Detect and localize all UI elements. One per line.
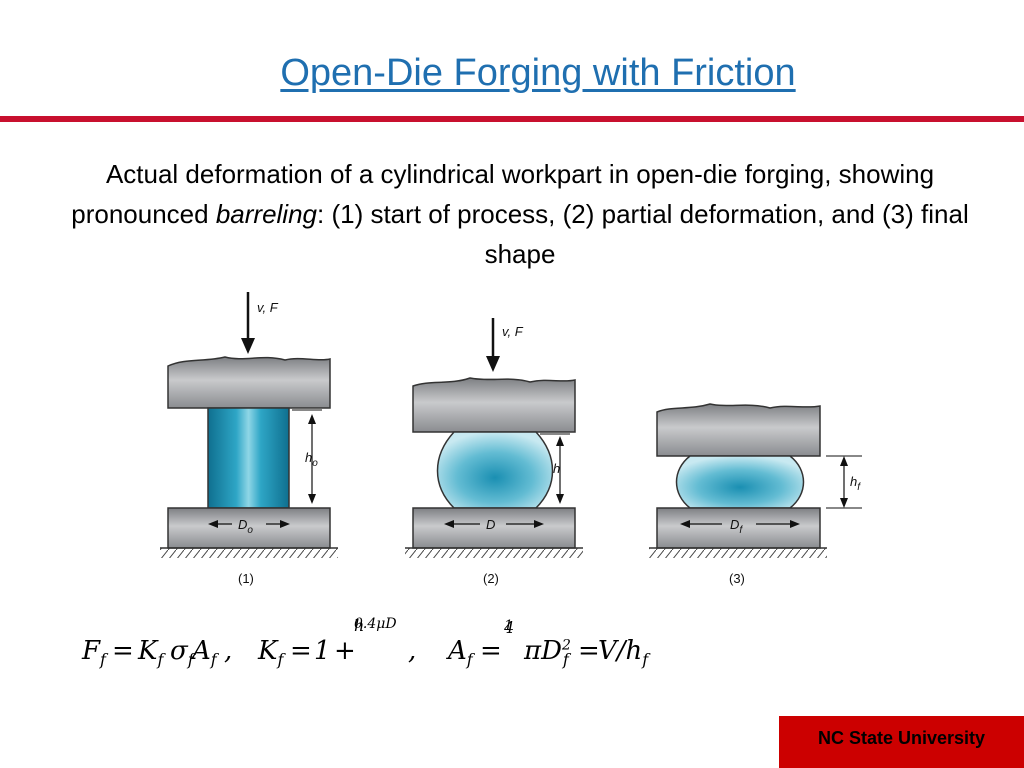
footer-text: NC State University	[817, 728, 986, 748]
formula-piD: πD2f	[524, 636, 571, 670]
upper-die-2	[412, 377, 576, 433]
formula-A: Af	[192, 636, 217, 670]
height-label-3: hf	[850, 474, 861, 493]
formula-comma1: ,	[224, 636, 233, 666]
lower-die-3	[656, 507, 821, 549]
formula-F: Ff	[82, 636, 106, 670]
caption-text-1: Actual deformation of a cylindrical work…	[71, 159, 935, 229]
workpart-1	[207, 407, 290, 509]
footer-badge: NC State University	[779, 716, 1024, 768]
workpart-2	[436, 431, 554, 509]
ground-hatch-3	[649, 548, 827, 558]
ground-hatch-1	[160, 548, 338, 558]
formula-eq2: =	[290, 636, 312, 666]
ground-hatch-2	[405, 548, 583, 558]
force-arrowhead-2	[486, 356, 500, 372]
stage-2: v, F h D (2)	[405, 318, 583, 586]
diameter-label-2: D	[486, 517, 495, 532]
formula-comma2: ,	[408, 636, 417, 666]
formula-Kf: Kf	[258, 636, 284, 670]
formula-one: 1	[314, 636, 331, 666]
caption-emphasis: barreling	[215, 199, 317, 229]
lower-die-1	[167, 507, 331, 549]
upper-die-1	[167, 356, 331, 409]
formula-eq3: =	[480, 636, 502, 666]
formula-sigma: σf	[170, 636, 194, 670]
force-label-2: v, F	[502, 324, 524, 339]
stage-label-2: (2)	[483, 571, 499, 586]
formula-K: Kf	[138, 636, 164, 670]
diameter-label-3: Df	[730, 517, 743, 536]
formula-Af: Af	[448, 636, 473, 670]
stage-3: hf Df (3)	[649, 403, 862, 586]
workpart-3	[675, 455, 805, 509]
force-arrowhead-1	[241, 338, 255, 354]
formula-V-over-h: V/hf	[598, 636, 649, 670]
diameter-label-1: Do	[238, 517, 253, 536]
stage-1: v, F ho Do (1)	[160, 292, 338, 586]
height-label-2: h	[553, 461, 560, 476]
stage-label-3: (3)	[729, 571, 745, 586]
stage-label-1: (1)	[238, 571, 254, 586]
upper-die-3	[656, 403, 821, 457]
slide-title: Open-Die Forging with Friction	[280, 52, 796, 94]
formula-eq1: =	[112, 636, 134, 666]
formula-plus: +	[334, 636, 356, 666]
force-label-1: v, F	[257, 300, 279, 315]
title-divider	[0, 116, 1024, 122]
slide-caption: Actual deformation of a cylindrical work…	[60, 154, 980, 274]
formula-eq4: =	[578, 636, 600, 666]
caption-text-2: : (1) start of process, (2) partial defo…	[317, 199, 969, 269]
height-label-1: ho	[305, 450, 318, 469]
